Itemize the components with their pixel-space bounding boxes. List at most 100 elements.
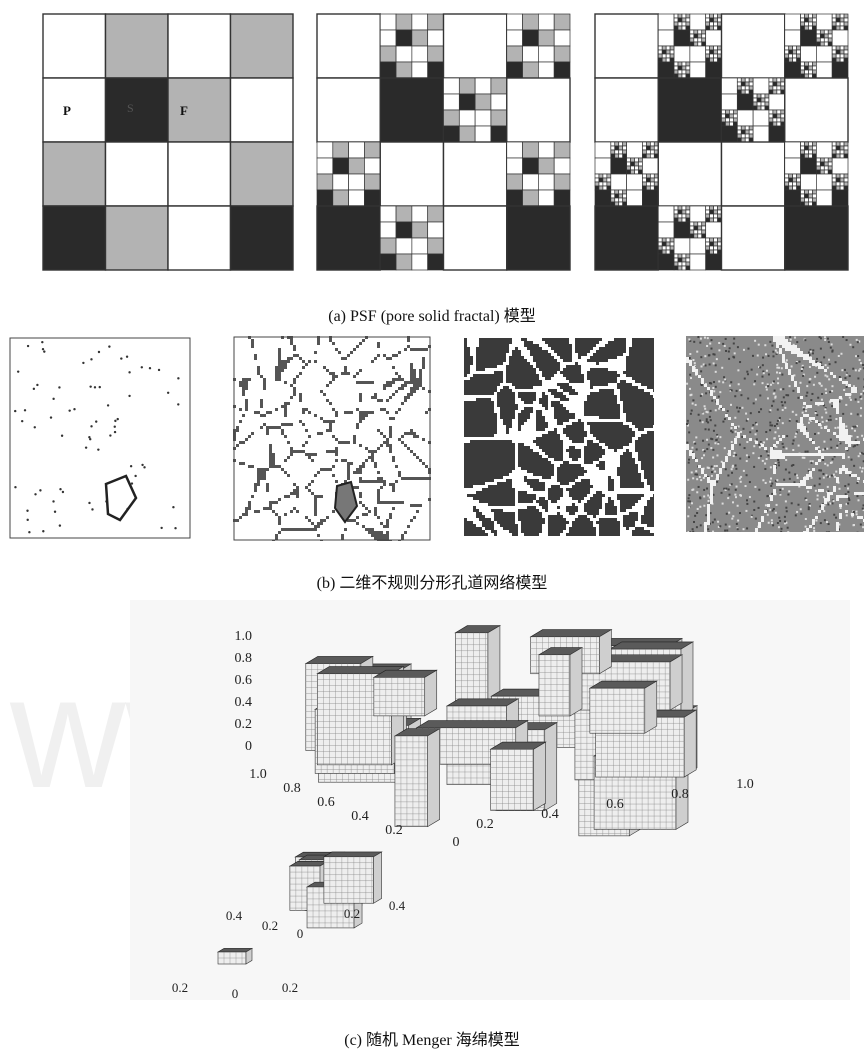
psf-cell <box>674 238 690 254</box>
network-edge <box>614 368 617 371</box>
texture-speck <box>782 443 784 445</box>
network-edge <box>602 476 605 479</box>
network-edge <box>524 425 527 428</box>
network-edge <box>515 455 518 458</box>
psf-cell <box>812 26 816 30</box>
network-edge <box>467 518 470 521</box>
network-edge <box>581 452 584 455</box>
caption-c: (c) 随机 Menger 海绵模型 <box>0 1026 864 1050</box>
psf-cell <box>741 86 745 90</box>
network-edge <box>800 354 803 357</box>
psf-cell <box>706 62 722 78</box>
psf-cell <box>523 142 539 158</box>
network-edge <box>596 485 599 488</box>
texture-speck <box>819 478 821 480</box>
texture-speck <box>694 443 696 445</box>
texture-speck <box>851 427 853 429</box>
network-edge <box>647 527 650 530</box>
texture-speck <box>761 376 763 378</box>
network-edge <box>314 525 317 528</box>
psf-cell <box>106 78 169 142</box>
network-edge <box>386 357 389 360</box>
psf-cell <box>623 146 627 150</box>
psf-label-s: S <box>127 101 134 116</box>
network-edge <box>305 441 308 444</box>
network-edge <box>389 450 392 453</box>
texture-speck <box>805 395 807 397</box>
network-edge <box>791 351 794 354</box>
network-edge <box>635 452 638 455</box>
texture-speck <box>767 385 769 387</box>
texture-speck <box>856 339 858 341</box>
network-edge <box>413 504 416 507</box>
psf-cell <box>412 222 428 238</box>
psf-cell <box>706 222 722 238</box>
network-edge <box>407 447 410 450</box>
texture-speck <box>696 474 698 476</box>
psf-cell <box>785 54 789 58</box>
texture-speck <box>859 453 861 455</box>
network-edge <box>356 372 359 375</box>
network-edge <box>788 453 791 456</box>
network-edge <box>248 465 251 468</box>
network-edge <box>356 423 359 426</box>
network-edge <box>590 419 593 422</box>
network-edge <box>545 413 548 416</box>
network-edge <box>602 497 605 500</box>
network-edge <box>563 506 566 509</box>
network-edge <box>353 435 356 438</box>
network-edge <box>533 431 536 434</box>
psf-cell <box>805 194 809 198</box>
network-edge <box>371 528 374 531</box>
psf-cell <box>793 58 797 62</box>
psf-cell <box>690 234 694 238</box>
psf-cell <box>808 70 812 74</box>
network-edge <box>242 384 245 387</box>
texture-speck <box>710 419 712 421</box>
network-edge <box>701 468 704 471</box>
network-edge <box>623 512 626 515</box>
sponge-block-top <box>417 721 528 728</box>
network-edge <box>269 444 272 447</box>
network-edge <box>578 506 581 509</box>
network-edge <box>773 468 776 471</box>
psf-cell <box>642 186 646 190</box>
network-edge <box>536 506 539 509</box>
psf-cell <box>599 174 603 178</box>
network-edge <box>347 471 350 474</box>
psf-cell <box>844 46 848 50</box>
network-edge <box>326 429 329 432</box>
network-edge <box>584 422 587 425</box>
network-edge <box>485 371 488 374</box>
network-edge <box>323 420 326 423</box>
network-edge <box>494 434 497 437</box>
network-edge <box>566 395 569 398</box>
network-edge <box>845 429 848 432</box>
network-edge <box>314 360 317 363</box>
network-edge <box>464 500 467 503</box>
network-edge <box>338 351 341 354</box>
network-edge <box>614 467 617 470</box>
network-edge <box>617 395 620 398</box>
network-edge <box>782 354 785 357</box>
network-edge <box>299 399 302 402</box>
network-edge <box>854 441 857 444</box>
menger-sponge-diagram: 1.00.80.60.40.201.00.80.60.40.200.20.40.… <box>130 600 850 1000</box>
network-edge <box>533 446 536 449</box>
network-edge <box>473 515 476 518</box>
psf-cell <box>773 90 777 94</box>
seed-point <box>126 356 128 358</box>
network-edge <box>515 464 518 467</box>
network-edge <box>638 506 641 509</box>
network-edge <box>710 498 713 501</box>
texture-speck <box>732 466 734 468</box>
network-edge <box>512 419 515 422</box>
network-edge <box>422 360 425 363</box>
psf-cell <box>789 50 793 54</box>
psf-cell <box>808 62 812 66</box>
psf-cell <box>333 190 349 206</box>
psf-cell <box>658 78 721 142</box>
network-edge <box>785 345 788 348</box>
psf-cell <box>690 34 694 38</box>
network-edge <box>578 509 581 512</box>
